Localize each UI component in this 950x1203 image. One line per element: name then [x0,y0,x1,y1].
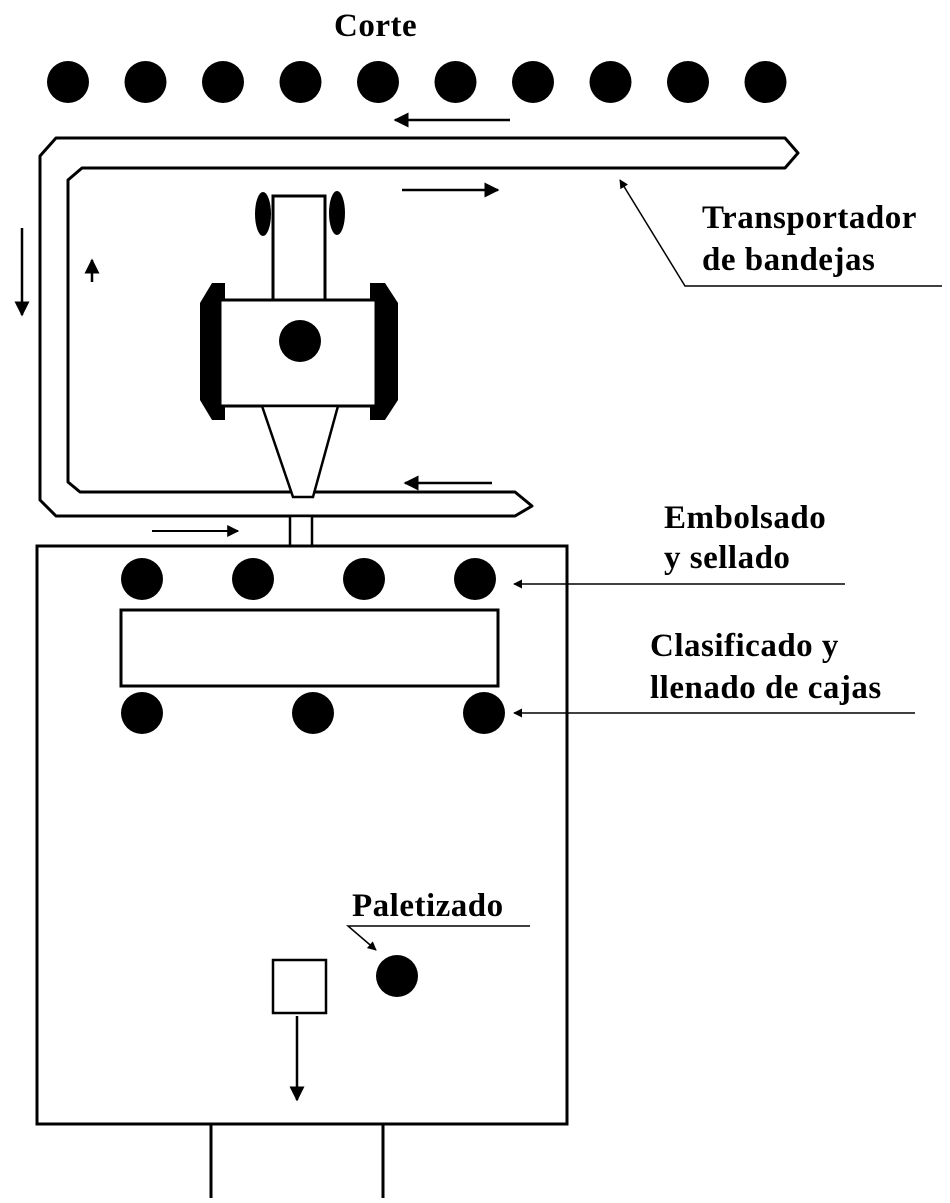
paletizado-station [376,955,418,997]
embolsado-label-line1: Embolsado [664,500,827,536]
embolsado-label-line2: y sellado [664,540,791,576]
clasificado-label-line1: Clasificado y [650,628,839,664]
sorting-table [119,608,500,688]
transportador-leader [619,179,942,287]
corte-station-5 [357,61,399,103]
corte-station-7 [512,61,554,103]
clasificado-station-1 [121,692,163,734]
transportador-label-line1: Transportador [702,200,917,236]
embolsado-station-2 [232,558,274,600]
corte-label: Corte [334,8,418,44]
corte-station-4 [279,61,322,103]
corte-stations [47,61,787,103]
embolsado-station-4 [454,558,496,600]
paletizado-label: Paletizado [352,888,504,924]
embolsado-station-3 [343,558,385,600]
corte-station-9 [667,61,709,103]
corte-station-10 [744,61,787,103]
central-machine [200,191,398,548]
transportador-label-line2: de bandejas [702,242,876,278]
embolsado-station-1 [121,558,163,600]
clasificado-label-line2: llenado de cajas [650,670,882,706]
corte-station-6 [434,61,477,103]
corte-station-3 [202,61,244,103]
embolsado-stations [121,558,496,600]
corte-station-1 [47,61,89,103]
pallet-box [271,958,328,1015]
corte-station-8 [589,61,632,103]
paletizado-leader [345,925,530,951]
clasificado-station-3 [463,692,505,734]
corte-station-2 [124,61,167,103]
clasificado-station-2 [292,692,334,734]
clasificado-stations [121,692,505,734]
tray-conveyor [38,136,800,518]
